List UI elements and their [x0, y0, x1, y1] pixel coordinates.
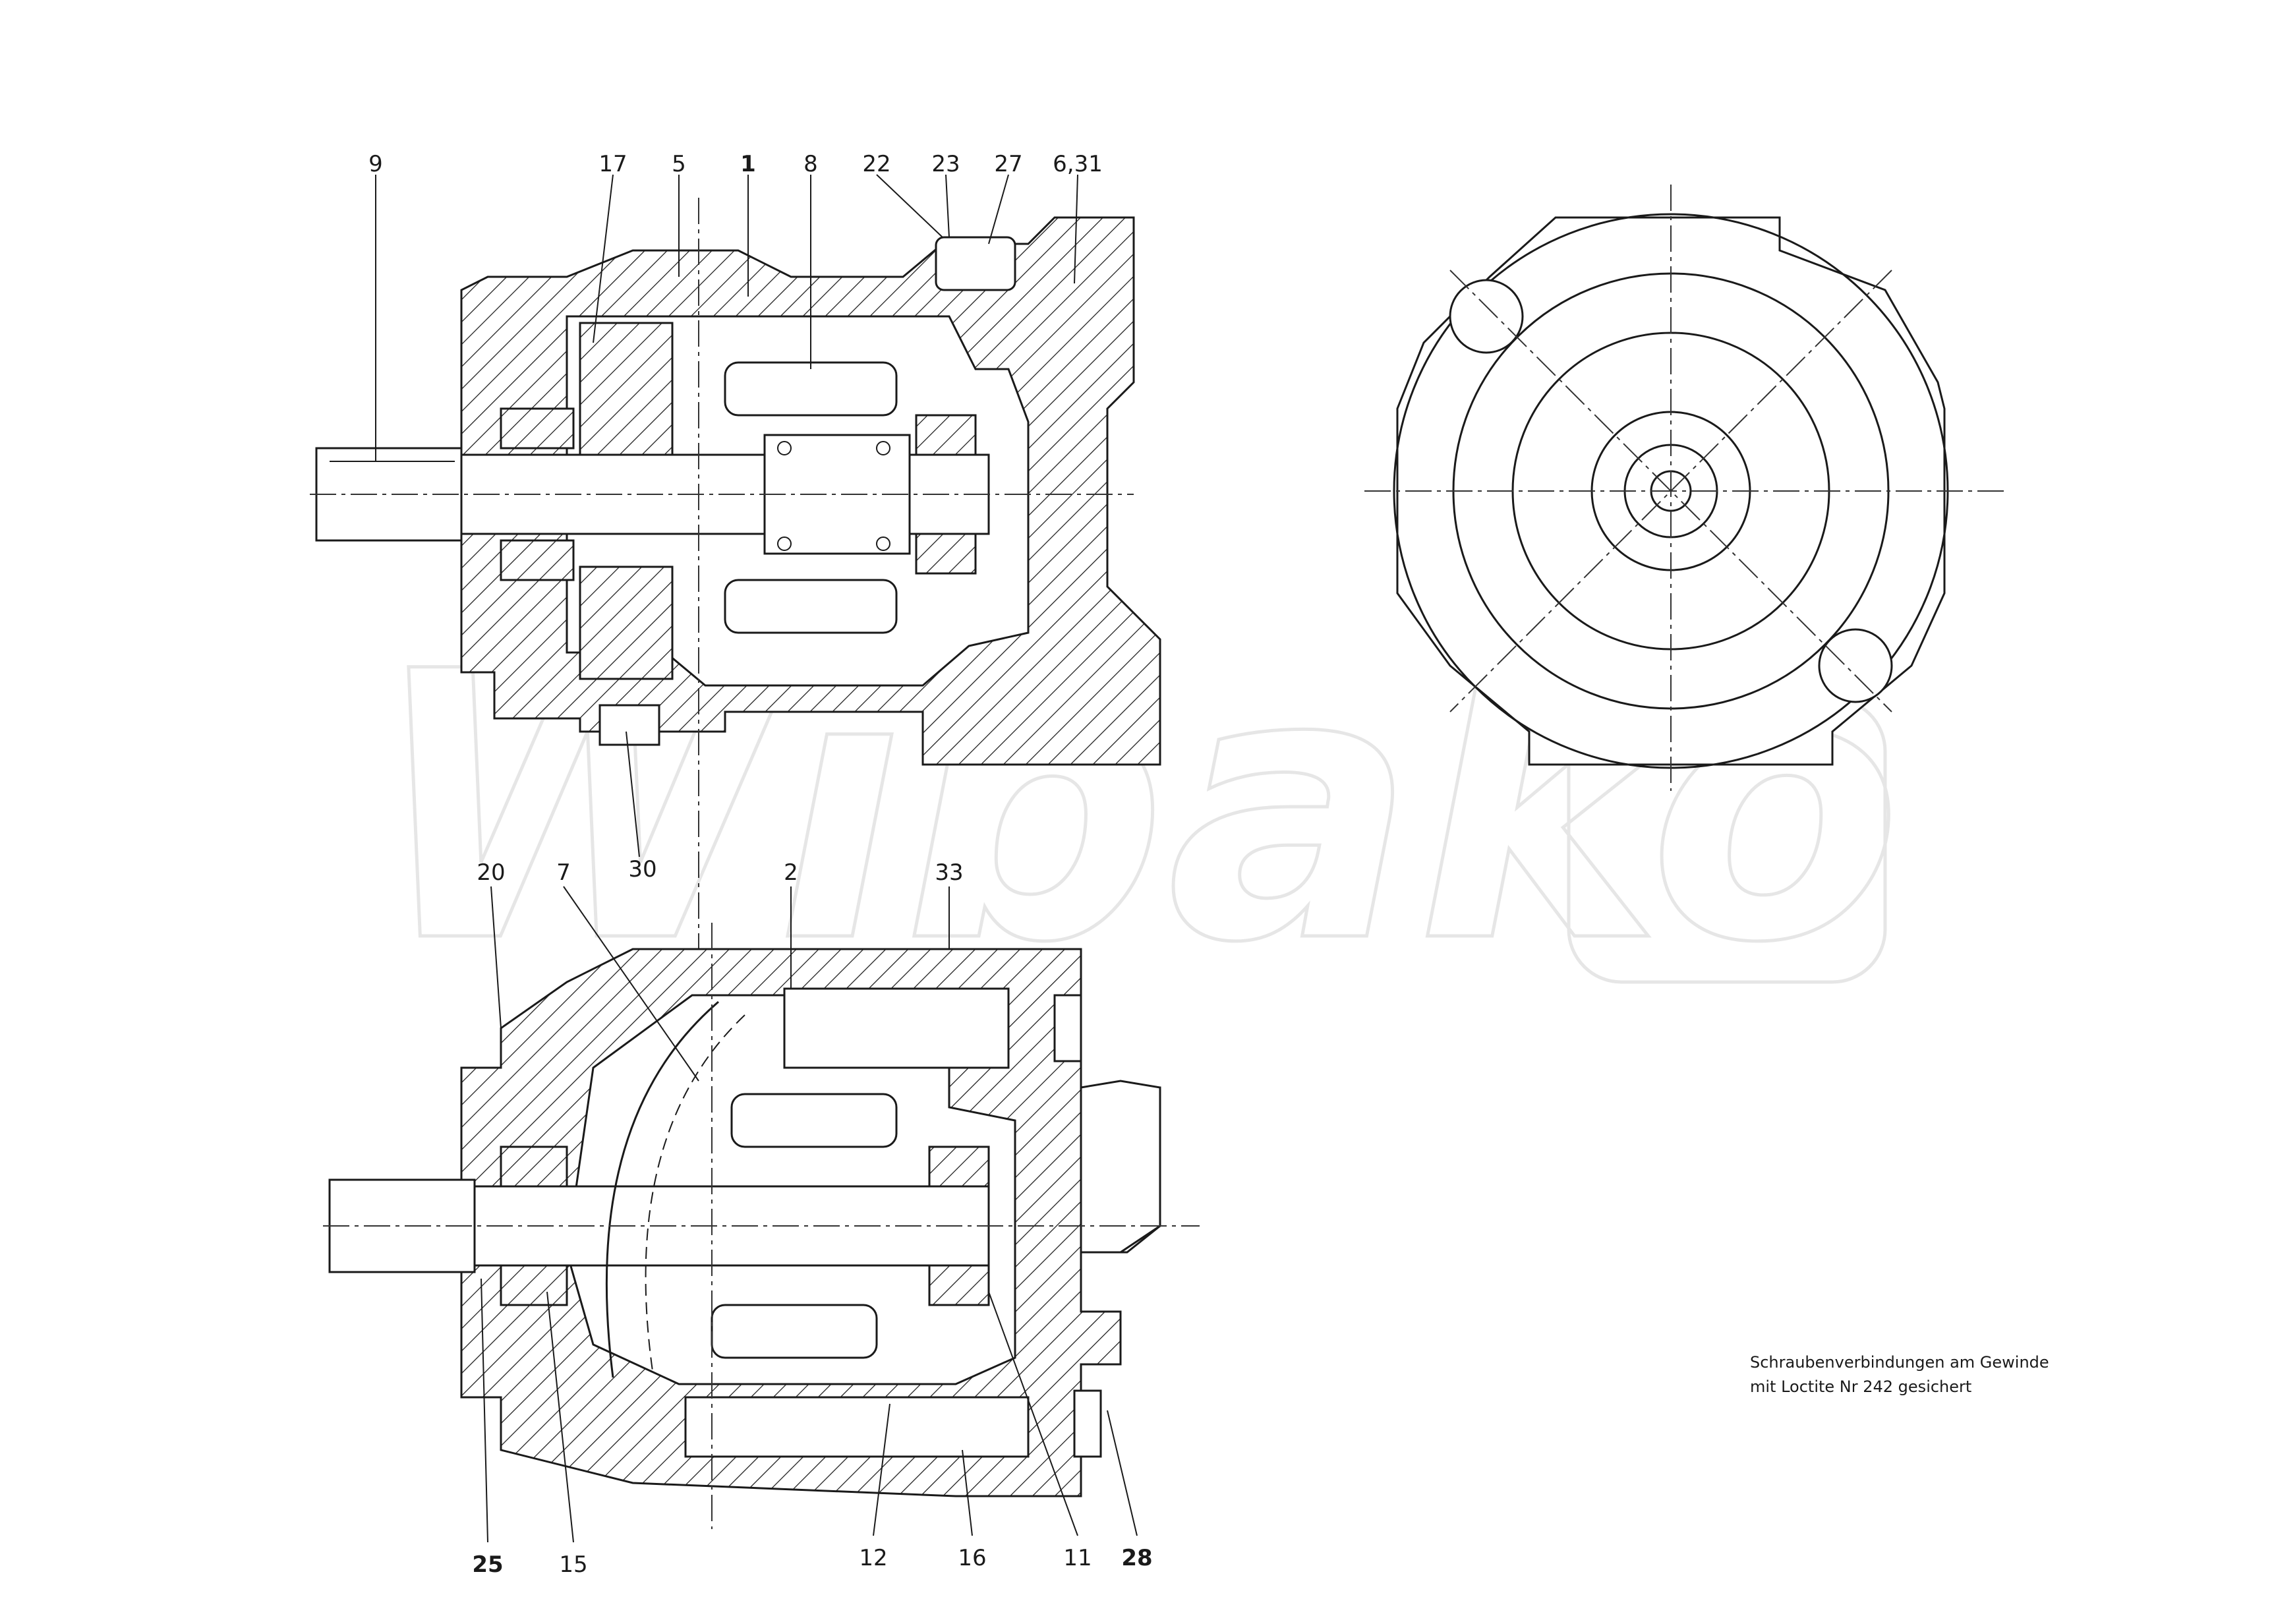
bottom-bearing-rear-lower [928, 1264, 990, 1306]
label-27: 27 [994, 151, 1022, 177]
end-view-bolt-hole-lower-right [1818, 628, 1893, 703]
label-33: 33 [935, 859, 963, 886]
bottom-swash-arc [605, 1000, 719, 1378]
top-section-view [310, 198, 1161, 969]
leader-lines [375, 174, 1138, 1543]
note-line-1: Schraubenverbindungen am Gewinde [1750, 1353, 2049, 1372]
label-23: 23 [931, 151, 960, 177]
bottom-bearing-rear-upper [928, 1146, 990, 1188]
top-port-plug [935, 236, 1016, 291]
bottom-plug-upper [1053, 994, 1082, 1062]
label-11: 11 [1063, 1545, 1092, 1571]
label-16: 16 [958, 1545, 986, 1571]
label-1: 1 [740, 151, 756, 177]
label-20: 20 [477, 859, 505, 886]
bottom-view-labels: 20 7 2 33 25 15 12 16 11 28 [472, 859, 1152, 1578]
label-25: 25 [472, 1552, 503, 1578]
note-block: Schraubenverbindungen am Gewinde mit Loc… [1750, 1353, 2049, 1396]
top-piston-upper [724, 361, 898, 417]
top-bearing-front-lower [500, 539, 575, 581]
bottom-bearing-front-lower [500, 1264, 568, 1306]
label-8: 8 [803, 151, 818, 177]
bottom-piston-lower [711, 1304, 878, 1359]
label-7: 7 [556, 859, 571, 886]
top-bearing-rear-lower [915, 533, 977, 575]
label-2: 2 [784, 859, 798, 886]
label-9: 9 [368, 151, 383, 177]
top-bearing-front-upper [500, 407, 575, 450]
top-piston-lower [724, 579, 898, 634]
top-drain-plug [598, 704, 660, 746]
bottom-plug-lower [1073, 1389, 1102, 1458]
label-30: 30 [628, 856, 656, 883]
bottom-control-piston-lower [684, 1396, 1030, 1458]
top-bearing-rear-upper [915, 414, 977, 456]
label-22: 22 [862, 151, 890, 177]
top-drive-flange-upper [579, 322, 674, 456]
top-drive-flange-lower [579, 566, 674, 680]
bottom-piston-upper [730, 1093, 898, 1148]
label-28: 28 [1121, 1545, 1152, 1571]
label-17: 17 [598, 151, 627, 177]
bottom-control-piston-upper [783, 987, 1010, 1069]
bottom-bearing-front-upper [500, 1146, 568, 1188]
end-view [1364, 185, 2004, 791]
bottom-section-view [323, 923, 1200, 1529]
label-15: 15 [559, 1552, 587, 1578]
label-12: 12 [859, 1545, 887, 1571]
note-line-2: mit Loctite Nr 242 gesichert [1750, 1378, 1971, 1396]
label-5: 5 [672, 151, 686, 177]
top-view-labels: 9 17 5 1 8 22 23 27 6,31 30 [368, 151, 1103, 883]
end-view-bolt-hole-upper-left [1449, 279, 1524, 354]
label-6-31: 6,31 [1053, 151, 1103, 177]
